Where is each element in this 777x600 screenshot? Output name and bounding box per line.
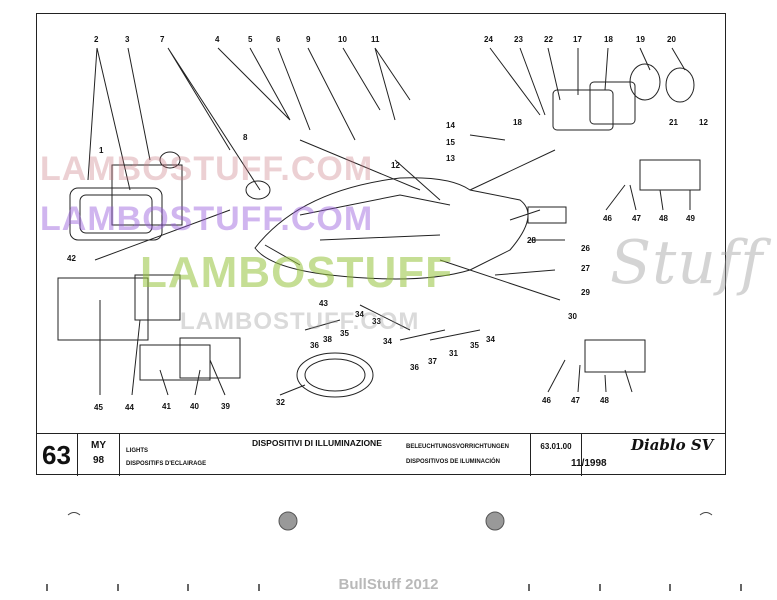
binder-hole	[278, 511, 298, 531]
callout-45b: 46	[542, 396, 551, 405]
callout-38: 39	[221, 402, 230, 411]
callout-6: 6	[276, 35, 281, 44]
callout-13: 13	[446, 154, 455, 163]
front-lamp-assembly	[139, 344, 211, 381]
callout-42: 43	[319, 299, 328, 308]
callout-4: 4	[215, 35, 220, 44]
callout-48: 49	[686, 214, 695, 223]
my-year: 98	[92, 455, 105, 466]
watermark-text: LAMBOSTUFF.COM	[40, 150, 374, 188]
callout-27: 28	[527, 236, 536, 245]
callout-43: 44	[125, 403, 134, 412]
callout-8: 8	[243, 133, 248, 142]
callout-46: 47	[632, 214, 641, 223]
callout-41: 42	[67, 254, 76, 263]
callout-29: 30	[568, 312, 577, 321]
title-it: DISPOSITIVI DI ILLUMINAZIONE	[252, 438, 382, 448]
diablo-logo: Diablo SV	[631, 436, 714, 454]
callout-28: 29	[581, 288, 590, 297]
callout-18b: 18	[513, 118, 522, 127]
callout-46b: 47	[571, 396, 580, 405]
exploded-parts-diagram	[57, 47, 701, 398]
callout-10: 10	[338, 35, 347, 44]
callout-32: 33	[372, 317, 381, 326]
binder-hole	[485, 511, 505, 531]
watermark-script: Stuff	[610, 228, 764, 298]
callout-23: 23	[514, 35, 523, 44]
callout-44: 45	[94, 403, 103, 412]
callout-33a: 34	[355, 310, 364, 319]
drawing-code: 63.01.00	[530, 434, 582, 476]
callout-19: 19	[636, 35, 645, 44]
callout-22: 22	[544, 35, 553, 44]
callout-20: 20	[667, 35, 676, 44]
callout-33c: 34	[486, 335, 495, 344]
callout-36: 37	[428, 357, 437, 366]
watermark-text: LAMBOSTUFF.COM	[180, 308, 420, 335]
title-en: LIGHTS	[126, 448, 148, 454]
callout-35b: 36	[410, 363, 419, 372]
page-edge-marks	[46, 511, 742, 591]
callout-40: 41	[162, 402, 171, 411]
watermark-text: LAMBOSTUFF.COM	[40, 200, 374, 238]
license-plate-lamp	[57, 277, 149, 341]
title-de: BELEUCHTUNGSVORRICHTUNGEN	[406, 444, 510, 450]
callout-3: 3	[125, 35, 130, 44]
callout-7: 7	[160, 35, 165, 44]
callout-39: 40	[190, 402, 199, 411]
footer-credit: BullStuff 2012	[338, 576, 439, 593]
callout-21: 21	[669, 118, 678, 127]
model-year: MY 98	[78, 434, 120, 476]
callout-9: 9	[306, 35, 311, 44]
callout-15: 15	[446, 138, 455, 147]
callout-45: 46	[603, 214, 612, 223]
callout-34b: 35	[470, 341, 479, 350]
side-marker-rear	[584, 339, 646, 373]
callout-26: 27	[581, 264, 590, 273]
description-cell: LIGHTS DISPOSITIFS D'ECLAIRAGE DISPOSITI…	[120, 434, 550, 476]
callout-25: 26	[581, 244, 590, 253]
callout-37: 38	[323, 335, 332, 344]
callout-35a: 36	[310, 341, 319, 350]
callout-11: 11	[371, 35, 380, 44]
callout-30: 31	[449, 349, 458, 358]
title-block: 63 MY 98 LIGHTS DISPOSITIFS D'ECLAIRAGE …	[36, 433, 726, 476]
callout-2: 2	[94, 35, 99, 44]
side-marker-front	[639, 159, 701, 191]
callout-5: 5	[248, 35, 253, 44]
callout-47b: 48	[600, 396, 609, 405]
callout-47: 48	[659, 214, 668, 223]
my-label: MY	[91, 440, 106, 451]
callout-31: 32	[276, 398, 285, 407]
callout-18: 18	[604, 35, 613, 44]
callout-17: 17	[573, 35, 582, 44]
callout-12: 12	[391, 161, 400, 170]
taillight-unit	[552, 89, 614, 131]
drawing-sheet	[36, 13, 726, 475]
title-es: DISPOSITIVOS DE ILUMINACIÓN	[406, 459, 501, 465]
callout-24: 24	[484, 35, 493, 44]
fog-light	[296, 352, 374, 398]
callout-14: 14	[446, 121, 455, 130]
callout-12b: 12	[699, 118, 708, 127]
page-number: 63	[36, 434, 78, 476]
headlight-unit	[69, 187, 163, 241]
watermark-text: LAMBOSTUFF	[140, 248, 454, 297]
date: 11/1998	[571, 458, 607, 469]
callout-34a: 35	[340, 329, 349, 338]
title-fr: DISPOSITIFS D'ECLAIRAGE	[126, 461, 207, 467]
callout-1: 1	[99, 146, 104, 155]
callout-33b: 34	[383, 337, 392, 346]
